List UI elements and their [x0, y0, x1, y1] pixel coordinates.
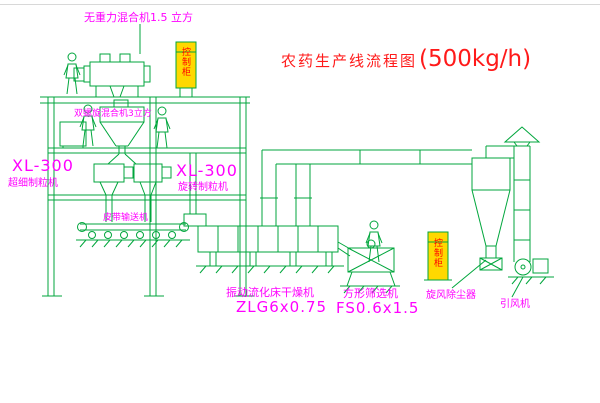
cone-mixer	[99, 99, 145, 154]
label-dryer-model: ZLG6x0.75	[236, 298, 328, 316]
building-structure	[40, 96, 254, 297]
label-granulator-mid-name: 旋转制粒机	[178, 182, 228, 193]
gravity-mixer	[73, 53, 151, 98]
exhaust-stack	[503, 126, 541, 262]
dryer-feed-pipe	[183, 153, 207, 227]
control-cabinets	[175, 41, 452, 281]
induced-draft-fan	[508, 258, 554, 285]
label-cone-mixer: 双螺旋混合机3立方	[74, 109, 152, 119]
label-sieve-name: 方形筛选机	[343, 287, 398, 300]
aux-unit	[59, 121, 87, 148]
cyclone-dust-collector	[471, 145, 514, 271]
label-granulator-mid-model: XL-300	[176, 161, 238, 180]
label-gravity-mixer: 无重力混合机1.5 立方	[84, 11, 193, 24]
exhaust-ducts	[260, 149, 472, 226]
people	[63, 52, 383, 263]
label-sieve-model: FS0.6x1.5	[336, 299, 420, 317]
leader-lines	[139, 24, 524, 298]
cabinet2-text: 控制柜	[432, 238, 442, 268]
label-granulator-left-name: 超细制粒机	[8, 178, 58, 189]
label-cyclone: 旋风除尘器	[426, 290, 476, 301]
diagram-title: 农药生产线流程图 (500kg/h)	[281, 46, 531, 72]
person-figure	[63, 52, 81, 95]
label-dryer-name: 振动流化床干燥机	[226, 286, 314, 299]
canvas-top-border	[0, 4, 600, 5]
label-fan: 引风机	[500, 299, 530, 310]
title-capacity: (500kg/h)	[419, 46, 532, 72]
granulators	[93, 153, 172, 222]
title-text: 农药生产线流程图	[281, 52, 418, 70]
cabinet1-text: 控制柜	[180, 47, 190, 77]
belt-conveyor	[76, 222, 190, 248]
fluid-bed-dryer	[196, 225, 353, 274]
label-granulator-left-model: XL-300	[12, 156, 74, 175]
label-belt-conveyor: 皮带输送机	[103, 213, 149, 223]
square-sieve	[340, 239, 400, 294]
